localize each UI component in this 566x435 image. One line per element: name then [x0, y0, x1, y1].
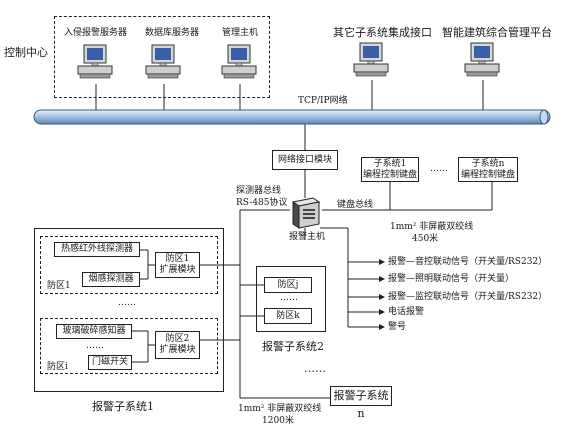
- integration-computer-icon: [352, 42, 392, 78]
- zone-j-box: 防区j: [264, 277, 312, 293]
- zonei-module-line2: 扩展模块: [159, 345, 196, 355]
- alarm-host-label: 报警主机: [289, 232, 326, 242]
- cable-450-length: 450米: [412, 234, 439, 244]
- network-interface-label: 网络接口模块: [277, 155, 332, 165]
- zone-k-box: 防区k: [264, 308, 312, 324]
- keyboard-1-line2: 编程控制键盘: [362, 170, 417, 180]
- zone1-frame: [40, 236, 218, 294]
- detector-bus-label: 探测器总线: [236, 186, 282, 196]
- detector-smoke: 烟感探测器: [82, 272, 140, 287]
- top-system-integration: 其它子系统集成接口: [333, 26, 432, 39]
- zonei-detector-dots: ……: [86, 341, 104, 351]
- rs485-label: RS-485协议: [236, 198, 288, 208]
- alarm-host-icon: [289, 196, 323, 230]
- output-monitoring: 报警—监控联动信号（开关量/RS232）: [388, 292, 548, 302]
- subsystem1-label: 报警子系统1: [92, 400, 154, 413]
- cable-450-label: 1mm² 非屏蔽双绞线: [390, 222, 474, 232]
- zone1-label: 防区1: [47, 281, 71, 291]
- keyboard-subsystem-n: 子系统n 编程控制键盘: [458, 157, 518, 182]
- subsystem2-label: 报警子系统2: [262, 340, 324, 353]
- detector-infrared: 热感红外线探测器: [54, 242, 140, 257]
- output-lighting: 报警—照明联动信号（开关量）: [388, 274, 515, 284]
- pc-label-database-server: 数据库服务器: [145, 28, 200, 38]
- network-label: TCP/IP网络: [298, 96, 348, 106]
- management-computer-icon: [220, 44, 260, 80]
- top-system-platform: 智能建筑综合管理平台: [442, 26, 552, 39]
- keyboard-bus-label: 键盘总线: [337, 200, 374, 210]
- detector-glass-break: 玻璃破碎感知器: [56, 324, 132, 339]
- zonei-frame: [40, 318, 218, 374]
- keyboard-n-line1: 子系统n: [471, 159, 505, 169]
- zonei-label: 防区i: [47, 362, 68, 372]
- keyboard-n-line2: 编程控制键盘: [460, 170, 515, 180]
- pc-label-management-host: 管理主机: [222, 28, 259, 38]
- zonei-expansion-module: 防区2 扩展模块: [155, 331, 200, 359]
- subsystem-n-box: 报警子系统n: [330, 386, 392, 420]
- control-center-frame: [54, 16, 270, 98]
- subsystem2-frame: [256, 266, 326, 332]
- subsystem2-dots: ……: [280, 293, 298, 303]
- zone-j-label: 防区j: [277, 280, 299, 290]
- keyboard-1-line1: 子系统1: [373, 159, 407, 169]
- server-computer-icon: [76, 44, 116, 80]
- dots-between-subsystems: ……: [304, 362, 326, 375]
- platform-computer-icon: [463, 42, 503, 78]
- subsystem1-dots: ……: [118, 298, 136, 308]
- zone1-expansion-module: 防区1 扩展模块: [155, 252, 200, 278]
- zone-k-label: 防区k: [276, 311, 300, 321]
- detector-door-magnet-label: 门磁开关: [91, 357, 128, 367]
- keyboard-dots: ……: [430, 164, 448, 174]
- subsystem1-frame: [34, 228, 224, 392]
- detector-smoke-label: 烟感探测器: [88, 274, 134, 284]
- detector-glass-break-label: 玻璃破碎感知器: [62, 326, 126, 336]
- cable-1200-length: 1200米: [262, 416, 294, 426]
- cable-1200-label: 1mm² 非屏蔽双绞线: [238, 404, 322, 414]
- output-phone: 电话报警: [388, 307, 425, 317]
- network-bus-pipe: [33, 109, 551, 125]
- pc-label-intrusion-server: 入侵报警服务器: [64, 28, 128, 38]
- subsystem-n-label: 报警子系统n: [333, 389, 389, 420]
- keyboard-subsystem-1: 子系统1 编程控制键盘: [361, 157, 419, 182]
- output-audio: 报警—音控联动信号（开关量/RS232）: [388, 257, 548, 267]
- zonei-module-line1: 防区2: [165, 334, 190, 344]
- network-interface-module: 网络接口模块: [272, 150, 338, 170]
- database-computer-icon: [144, 44, 184, 80]
- detector-door-magnet: 门磁开关: [88, 355, 132, 370]
- control-center-label: 控制中心: [4, 46, 48, 59]
- zone1-module-line2: 扩展模块: [159, 265, 196, 275]
- output-siren: 警号: [388, 322, 407, 332]
- detector-infrared-label: 热感红外线探测器: [60, 244, 133, 254]
- zone1-module-line1: 防区1: [165, 254, 190, 264]
